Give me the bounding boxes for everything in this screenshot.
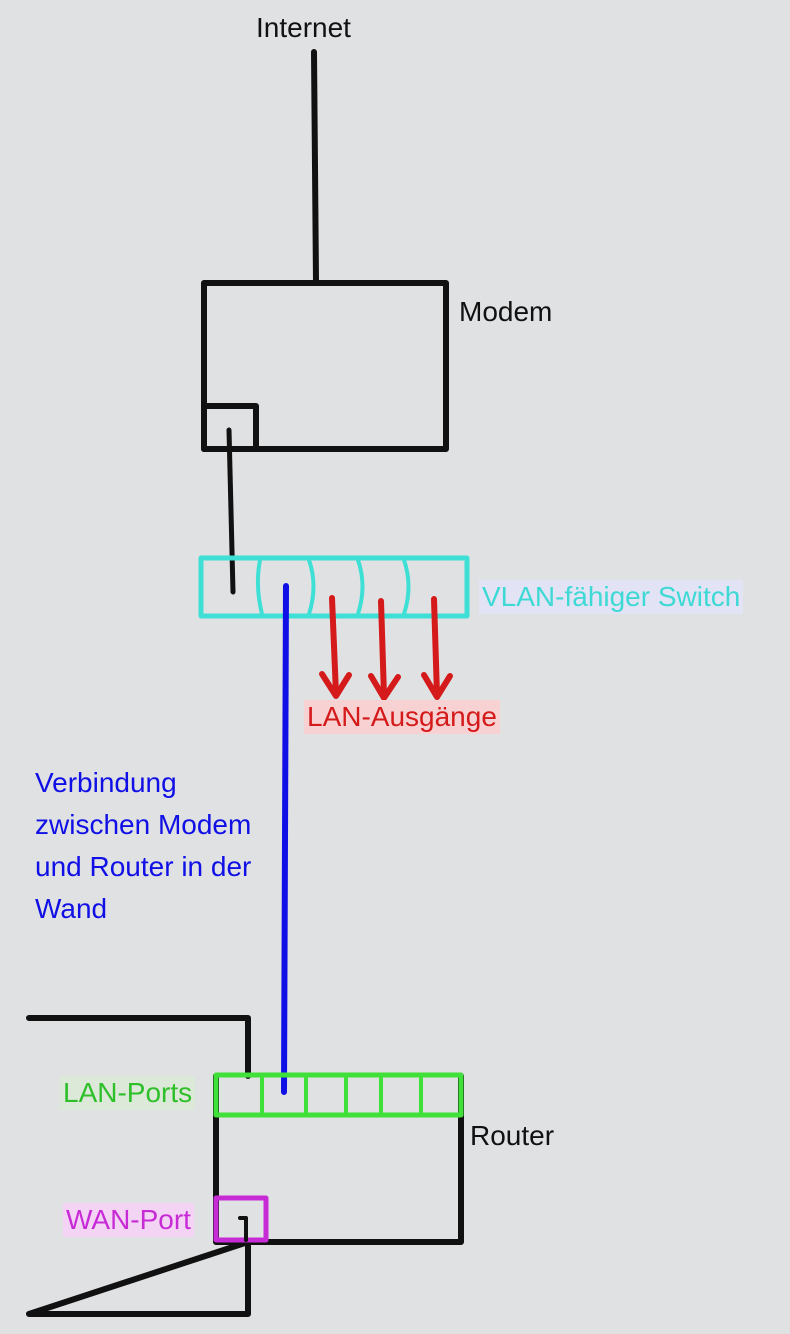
lan-ports-block [213, 1072, 464, 1118]
arrow-down-icon [319, 595, 352, 699]
wan-port-box [213, 1195, 269, 1243]
internet-label: Internet [256, 12, 351, 43]
modem-label: Modem [459, 296, 553, 327]
modem-switch-cable [226, 427, 236, 595]
modem-router-connection [281, 583, 289, 1095]
wan-port-plug [238, 1216, 248, 1242]
lan-ports-label: LAN-Ports [60, 1076, 196, 1110]
lan-output-arrows [319, 595, 453, 701]
wan-port-label: WAN-Port [63, 1203, 194, 1237]
connection-label: Verbindung zwischen Modem und Router in … [35, 767, 252, 924]
arrow-down-icon [368, 598, 401, 701]
lan-port-dividers [260, 1075, 423, 1115]
router-label: Router [470, 1120, 555, 1151]
internet-line [311, 49, 319, 285]
arrow-down-icon [421, 596, 453, 700]
router-outline [26, 1015, 464, 1317]
modem-box [201, 280, 449, 452]
switch-label: VLAN-fähiger Switch [479, 580, 744, 614]
lan-outputs-label: LAN-Ausgänge [304, 700, 500, 734]
switch-port-dividers [255, 558, 411, 616]
